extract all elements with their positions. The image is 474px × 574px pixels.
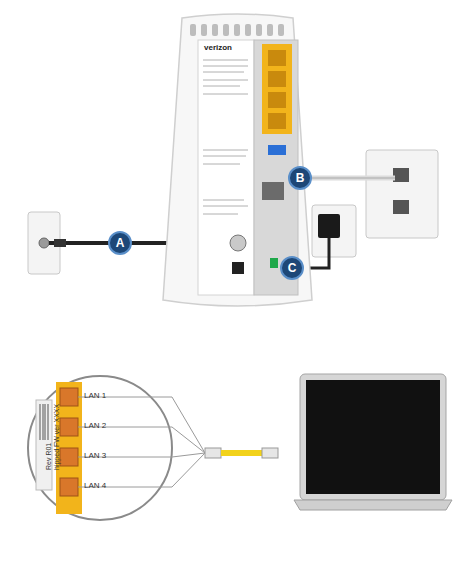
wan-port <box>262 182 284 200</box>
callout-circle: B <box>288 166 312 190</box>
laptop-base <box>294 500 452 510</box>
port-label: LAN 1 <box>84 392 106 400</box>
callout-circle: C <box>280 256 304 280</box>
coax-connector <box>54 239 66 247</box>
coax-port <box>230 235 246 251</box>
laptop-lid <box>300 374 446 500</box>
inset-lan-ports <box>60 388 78 496</box>
port-label: LAN 4 <box>84 482 106 490</box>
power-adapter <box>318 214 340 238</box>
ethernet-wall-plate <box>366 150 438 238</box>
label-fine-print <box>203 60 248 214</box>
brand-label: verizon <box>204 44 232 52</box>
power-port <box>232 262 244 274</box>
coax-outlet <box>39 238 49 248</box>
callout-circle: A <box>108 231 132 255</box>
lan-ports <box>262 44 292 134</box>
inset-barcode <box>40 404 48 440</box>
inset-barcode-label <box>36 400 52 490</box>
laptop-plug <box>262 448 278 458</box>
laptop-screen <box>306 380 440 494</box>
router-vents <box>190 24 284 36</box>
power-outlet <box>312 205 356 257</box>
callout-letter: B <box>296 172 305 184</box>
revision-label: Rev R01 <box>45 443 52 470</box>
router-label <box>198 40 254 295</box>
firmware-label: hipped FW ver XXXX <box>53 404 60 470</box>
callout-letter: A <box>116 237 125 249</box>
ethernet-jack <box>393 200 409 214</box>
yellow-ethernet-cable <box>221 450 262 456</box>
router-body <box>163 14 312 306</box>
inset-plug <box>205 448 221 458</box>
reset-button <box>270 258 278 268</box>
callout-letter: C <box>288 262 297 274</box>
inset-leader-lines <box>78 397 205 487</box>
magnified-inset <box>28 376 172 520</box>
usb-port <box>268 145 286 155</box>
port-label: LAN 2 <box>84 422 106 430</box>
port-label: LAN 3 <box>84 452 106 460</box>
ethernet-jack <box>393 168 409 182</box>
